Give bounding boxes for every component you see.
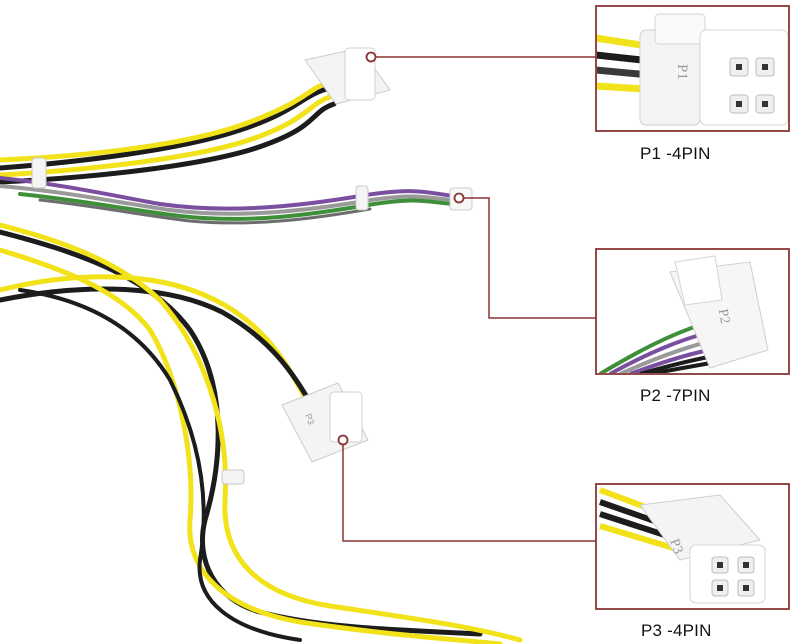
harness-p3-wires — [0, 222, 523, 644]
p3-zoom-box: P3 — [595, 483, 790, 610]
harness-p1-wires — [0, 79, 337, 185]
callout-lines — [342, 56, 596, 542]
p3-connector-mark: P3 — [303, 412, 316, 426]
p3-caption: P3 -4PIN — [641, 621, 712, 640]
p1-caption: P1 -4PIN — [640, 144, 711, 163]
p2-connector-mark: P2 — [715, 308, 732, 325]
p2-zoom-box: P2 — [595, 248, 790, 375]
p3-connector: P3 — [281, 382, 369, 463]
p1-zoom-box: P1 — [595, 5, 790, 132]
cable-ties — [31, 157, 369, 485]
p2-caption: P2 -7PIN — [640, 386, 711, 405]
p3-zoom-mark: P3 — [666, 537, 685, 556]
harness-p2-wires — [0, 176, 457, 225]
p1-connector-mark: P1 — [674, 64, 690, 80]
callout-markers — [337, 51, 465, 446]
